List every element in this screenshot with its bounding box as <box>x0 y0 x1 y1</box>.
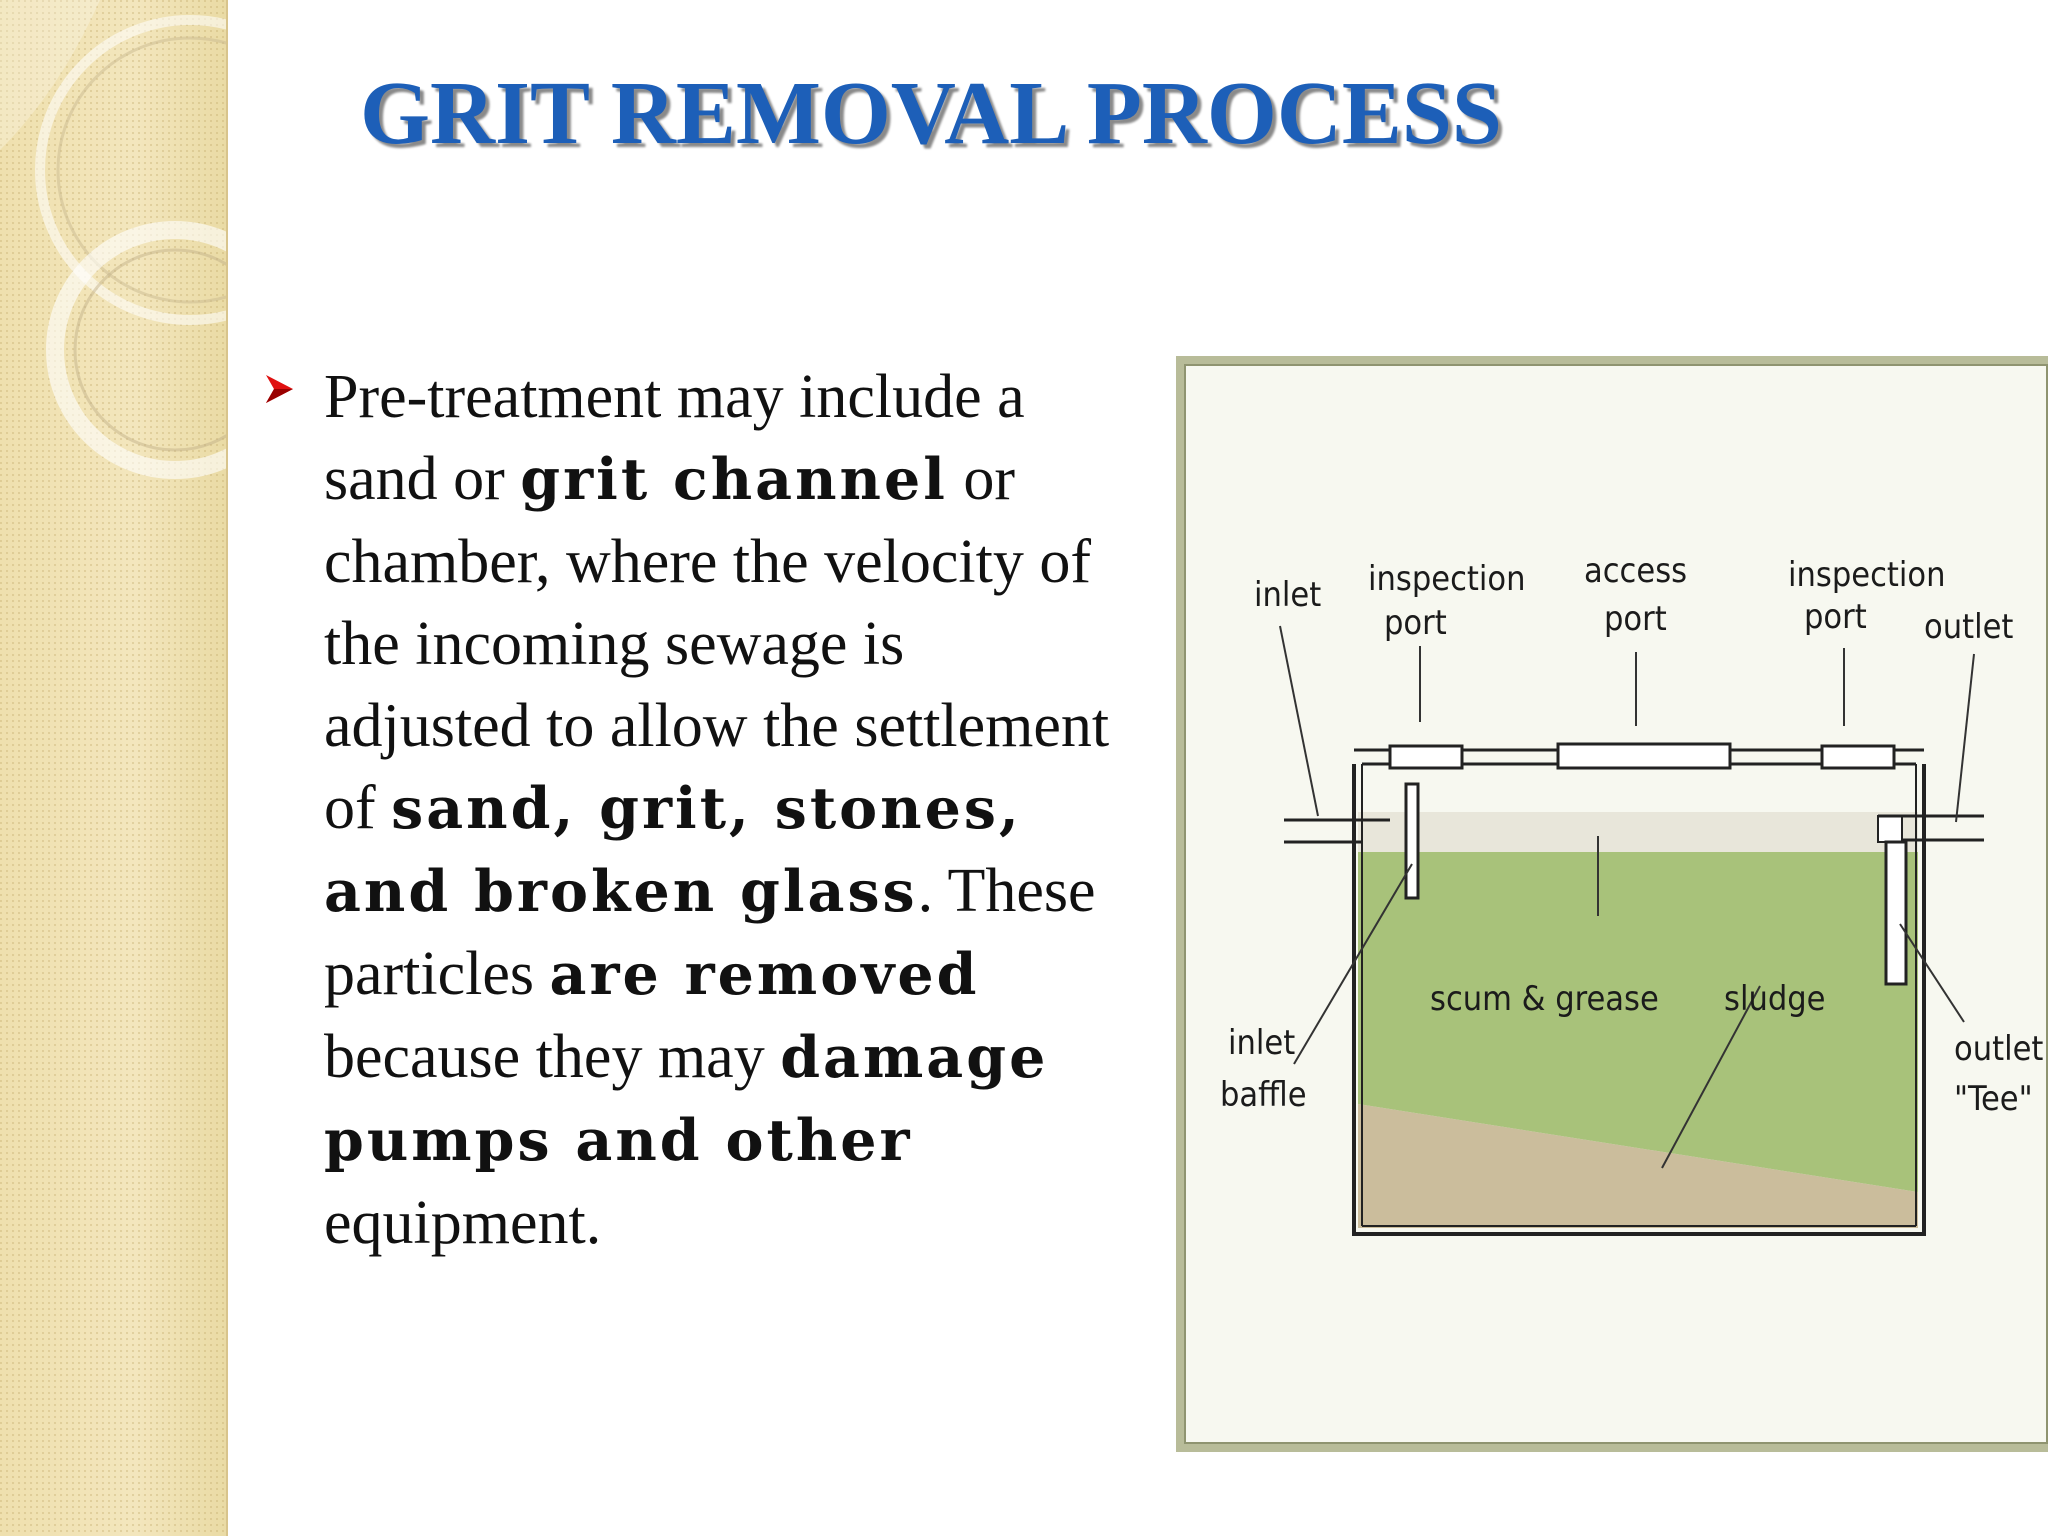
inspection-port-right <box>1820 744 1896 770</box>
bullet-text-run: Pre-treatment may include a sand or <box>324 363 1025 513</box>
septic-tank-diagram: inlet inspection port access port inspec… <box>1176 356 2048 1452</box>
inlet-baffle-label-1: inlet <box>1228 1023 1295 1063</box>
slide-title: GRIT REMOVAL PROCESS <box>360 64 1502 163</box>
inspection-port-left-label-1: inspection <box>1368 559 1525 599</box>
inlet-label: inlet <box>1254 575 1321 615</box>
sludge-label: sludge <box>1724 979 1826 1019</box>
outlet-tee-label-1: outlet <box>1954 1029 2043 1069</box>
bullet-text-run: because they may <box>324 1023 781 1091</box>
inspection-port-right-label-1: inspection <box>1788 555 1945 595</box>
decorative-rings-icon <box>0 0 226 479</box>
bullet-text-run: equipment. <box>324 1189 602 1257</box>
arrowhead-bullet-icon <box>266 375 293 403</box>
tank-walls <box>1352 764 1926 1236</box>
scum-grease-label: scum & grease <box>1430 979 1659 1019</box>
bullet-emphasis: are removed <box>549 941 980 1008</box>
decorative-sidebar <box>0 0 228 1536</box>
bullet-emphasis: damage pumps and other <box>324 1024 1049 1174</box>
scum-layer <box>1358 812 1918 852</box>
bullet-text-run: . These particles <box>324 857 1096 1008</box>
inspection-port-left-label-2: port <box>1384 603 1447 643</box>
bullet-paragraph: Pre-treatment may include a sand or grit… <box>324 356 1112 1264</box>
sludge-layer <box>1358 1104 1918 1228</box>
bullet-list: Pre-treatment may include a sand or grit… <box>262 356 1112 1264</box>
access-port-label-2: port <box>1604 599 1667 639</box>
bullet-emphasis: grit channel <box>520 446 948 513</box>
access-port <box>1556 742 1732 770</box>
inspection-port-right-label-2: port <box>1804 597 1867 637</box>
bullet-text-run: or chamber, where the velocity of the in… <box>324 445 1110 842</box>
access-port-label-1: access <box>1584 551 1687 591</box>
outlet-label: outlet <box>1924 607 2013 647</box>
inlet-baffle <box>1404 782 1420 900</box>
outlet-tee <box>1877 815 1903 843</box>
tank-cross-section: inlet inspection port access port inspec… <box>1220 551 2043 1236</box>
inspection-port-left <box>1388 744 1464 770</box>
liquid-layer <box>1358 852 1918 1192</box>
bullet-emphasis: sand, grit, stones, and broken glass <box>324 775 1022 925</box>
inlet-baffle-label-2: baffle <box>1220 1075 1307 1115</box>
outlet-tee-label-2: "Tee" <box>1954 1079 2033 1119</box>
